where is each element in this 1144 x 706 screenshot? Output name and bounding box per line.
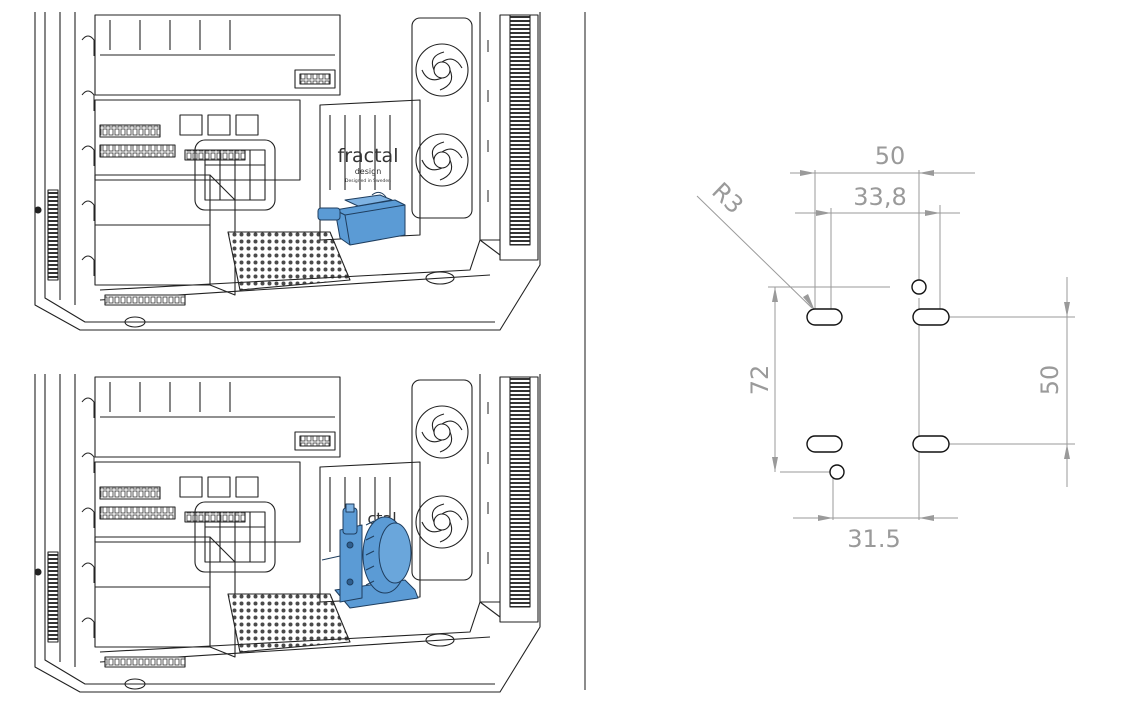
brand-logo-tagline: Designed in Sweden — [345, 178, 391, 184]
case-illustration-bottom: ctal — [34, 373, 541, 693]
round-hole-top — [911, 279, 927, 295]
round-hole-bottom — [829, 464, 845, 480]
pump-small-blue — [317, 191, 406, 246]
dimension-bottom-width: 31.5 — [847, 525, 900, 553]
slot-hole-bottom-right — [912, 435, 950, 453]
dimension-inner-width: 33,8 — [853, 183, 906, 211]
slot-hole-bottom-left — [806, 435, 843, 453]
slot-hole-top-left — [806, 308, 843, 326]
dimension-top-width: 50 — [875, 142, 906, 170]
dimension-left-height: 72 — [746, 365, 774, 396]
mounting-holes — [806, 279, 950, 480]
slot-hole-top-right — [912, 308, 950, 326]
brand-logo-top: fractal — [338, 145, 399, 167]
pump-large-blue — [321, 503, 419, 609]
brand-logo-sub: design — [355, 167, 382, 176]
radius-label: R3 — [706, 177, 748, 219]
dimension-right-height: 50 — [1036, 365, 1064, 396]
case-illustration-top: fractal design Designed in Sweden — [34, 11, 541, 331]
mounting-hole-drawing — [696, 170, 1075, 521]
